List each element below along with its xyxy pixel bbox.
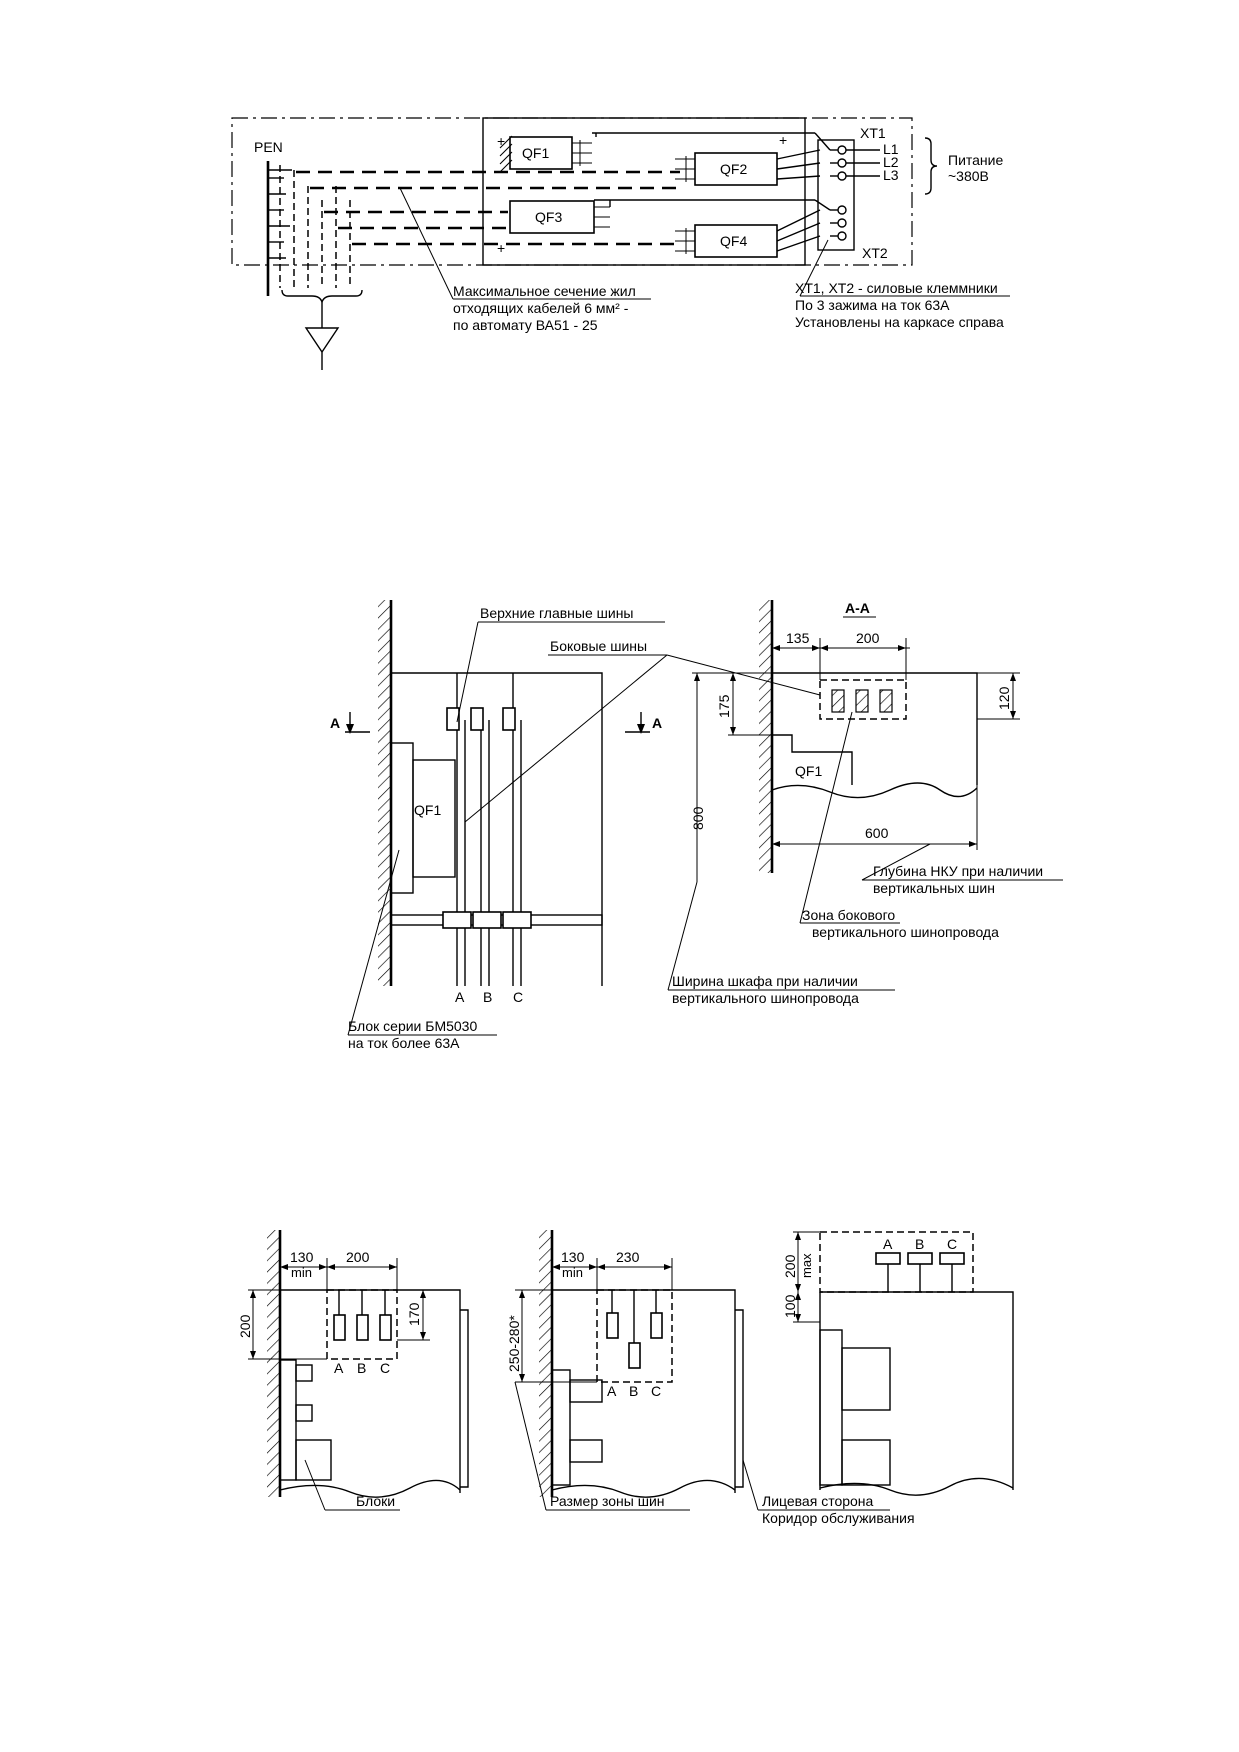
v3-dim-max: max	[799, 1253, 814, 1278]
terminal-frame	[817, 139, 855, 251]
label-block-2: на ток более 63А	[348, 1035, 460, 1051]
qf1-front-label: QF1	[414, 802, 441, 818]
qf2-box	[694, 152, 778, 186]
section-mark-right: А	[652, 715, 662, 731]
label-zone-2: вертикального шинопровода	[812, 924, 999, 940]
v1-phase-c: C	[380, 1360, 390, 1376]
label-depth-2: вертикальных шин	[873, 880, 995, 896]
panel-box	[482, 117, 806, 266]
note-term-2: По 3 зажима на ток 63А	[795, 297, 950, 313]
qf1-section-label: QF1	[795, 763, 822, 779]
label-zone-1: Зона бокового	[802, 907, 895, 923]
qf1-label: QF1	[522, 145, 549, 161]
v1-dim-200v: 200	[237, 1314, 253, 1338]
svg-text:+: +	[779, 132, 787, 148]
qf1-front	[412, 759, 456, 878]
front-phase-c: C	[513, 989, 523, 1005]
bottom-view-3: A B C 200 max 100 Лицевая сторона Коридо…	[742, 1231, 1014, 1526]
v1-dim-min: min	[291, 1265, 312, 1280]
v2-dim-250: 250-280*	[506, 1315, 522, 1372]
supply-voltage: ~380В	[948, 168, 989, 184]
break-line	[771, 782, 978, 799]
v1-phase-b: B	[357, 1360, 366, 1376]
qf3-box	[509, 200, 595, 234]
v2-phase-b: B	[629, 1383, 638, 1399]
supply-brace	[924, 137, 938, 195]
v3-phase-a: A	[883, 1236, 893, 1252]
label-blocks: Блоки	[356, 1493, 395, 1509]
v3-phase-b: B	[915, 1236, 924, 1252]
note-cable-1: Максимальное сечение жил	[453, 283, 636, 299]
section-mark-left: А	[330, 715, 340, 731]
note-term-1: XT1, XT2 - силовые клеммники	[795, 280, 998, 296]
qf3-label: QF3	[535, 209, 562, 225]
label-width-1: Ширина шкафа при наличии	[672, 973, 858, 989]
label-width-2: вертикального шинопровода	[672, 990, 859, 1006]
phase-l3: L3	[883, 167, 899, 183]
svg-text:+: +	[497, 133, 505, 149]
v3-dim-100: 100	[782, 1294, 798, 1318]
qf2-label: QF2	[720, 161, 747, 177]
dim-120: 120	[996, 686, 1012, 710]
bus-zone-3	[819, 1231, 974, 1293]
label-bus-zone: Размер зоны шин	[550, 1493, 665, 1509]
phase-l1: L1	[883, 141, 899, 157]
label-block-1: Блок серии БМ5030	[348, 1018, 477, 1034]
schematic: PEN	[231, 117, 1010, 370]
pen-label: PEN	[254, 139, 283, 155]
label-depth-1: Глубина НКУ при наличии	[873, 863, 1043, 879]
v3-dim-200: 200	[782, 1254, 798, 1278]
bottom-view-1: A B C 130 min 200 200 170 Блоки	[237, 1230, 469, 1511]
load-symbol	[304, 327, 340, 354]
terminal-xt1	[837, 145, 847, 181]
brace	[281, 289, 363, 305]
terminal-xt2	[837, 205, 847, 241]
v2-dim-min: min	[562, 1265, 583, 1280]
dim-600: 600	[865, 825, 889, 841]
v2-dim-130: 130	[561, 1249, 585, 1265]
section-title: А-А	[845, 600, 870, 616]
v1-dim-200: 200	[346, 1249, 370, 1265]
xt1-label: XT1	[860, 125, 886, 141]
dim-175: 175	[716, 694, 732, 718]
v2-dim-230: 230	[616, 1249, 640, 1265]
label-front-1: Лицевая сторона	[762, 1493, 874, 1509]
v2-phase-c: C	[651, 1383, 661, 1399]
label-front-2: Коридор обслуживания	[762, 1510, 915, 1526]
block-bm5030	[390, 742, 414, 894]
bottom-view-2: A B C 130 min 230 250-280* Размер зоны ш…	[506, 1230, 744, 1511]
dim-135: 135	[786, 630, 810, 646]
xt2-label: XT2	[862, 245, 888, 261]
label-side-busbars: Боковые шины	[550, 638, 647, 654]
v1-dim-170: 170	[406, 1302, 422, 1326]
busbar-zone	[819, 679, 907, 720]
v2-phase-a: A	[607, 1383, 617, 1399]
phase-l2: L2	[883, 154, 899, 170]
svg-text:+: +	[497, 240, 505, 256]
front-phase-a: A	[455, 989, 465, 1005]
front-view: QF1 A B C А А Верхние главные шины	[330, 600, 821, 1051]
note-cable-3: по автомату ВА51 - 25	[453, 317, 598, 333]
v3-phase-c: C	[947, 1236, 957, 1252]
v1-phase-a: A	[334, 1360, 344, 1376]
dim-200: 200	[856, 630, 880, 646]
front-phase-b: B	[483, 989, 492, 1005]
supply-label: Питание	[948, 152, 1003, 168]
qf4-label: QF4	[720, 233, 747, 249]
dim-800: 800	[690, 806, 706, 830]
note-cable-2: отходящих кабелей 6 мм² -	[453, 300, 629, 316]
section-aa: А-А QF1 135 200 175 800	[667, 600, 1063, 1006]
label-top-busbars: Верхние главные шины	[480, 605, 634, 621]
note-term-3: Установлены на каркасе справа	[795, 314, 1004, 330]
v1-dim-130: 130	[290, 1249, 314, 1265]
